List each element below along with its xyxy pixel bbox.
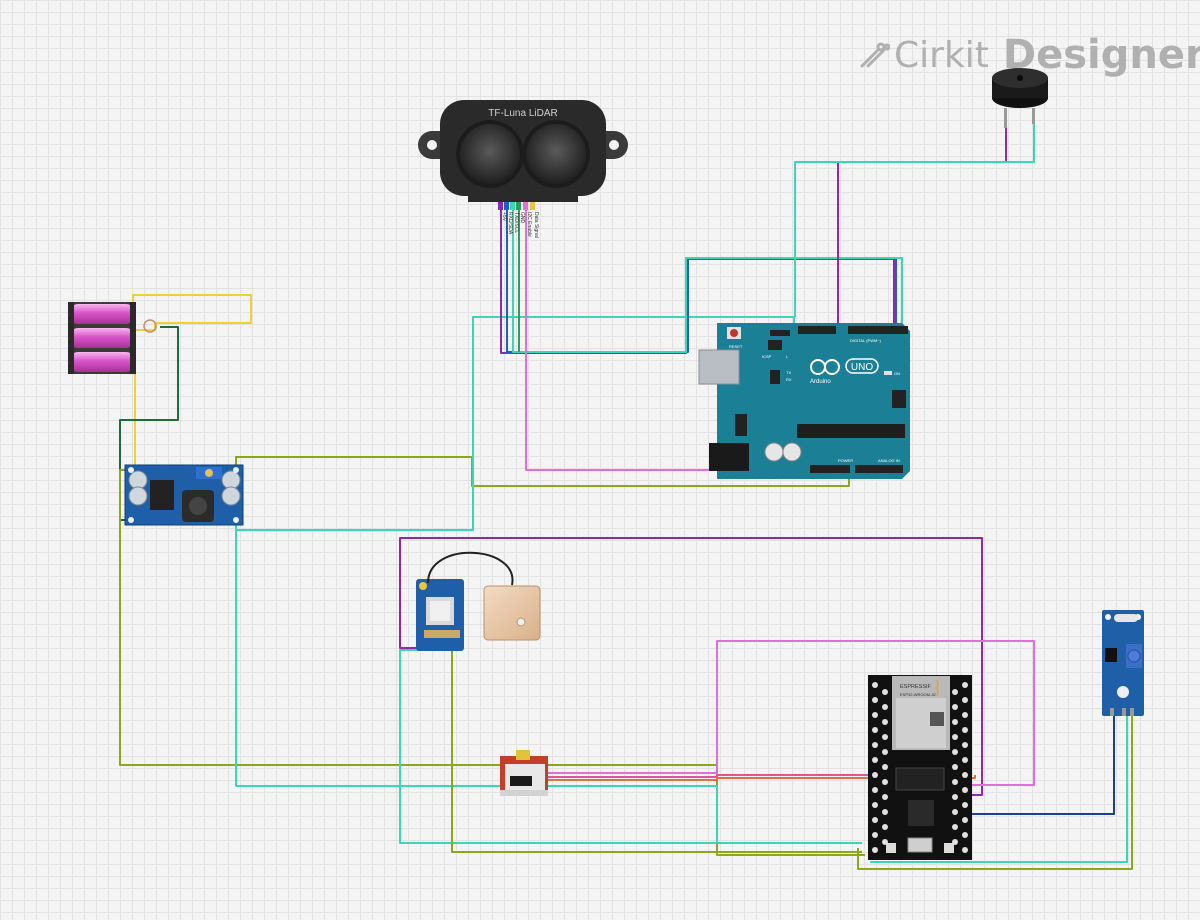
- wire-battery-positive[interactable]: [132, 294, 252, 470]
- arduino-brand: Arduino: [810, 379, 831, 385]
- esp32-left-pins: [872, 682, 888, 853]
- lidar-pin-label: +5V: [501, 212, 507, 222]
- power-label: POWER: [838, 458, 853, 463]
- rx-led-label: RX: [786, 377, 792, 382]
- lidar-pin-label: TXD/SCL: [513, 212, 519, 233]
- arduino-uno[interactable]: RESET ICSP DIGITAL (PWM~) UNO Arduino L …: [698, 323, 910, 479]
- piezo-buzzer[interactable]: [992, 68, 1048, 128]
- wire-sim-pink[interactable]: [548, 640, 1035, 786]
- wire-buck-teal-arduino[interactable]: [235, 316, 795, 531]
- digital-label: DIGITAL (PWM~): [850, 338, 882, 343]
- esp32-module-name: ESP32-WROOM-32: [900, 692, 937, 697]
- arduino-logo: UNO Arduino: [810, 358, 879, 385]
- battery-pack[interactable]: [68, 302, 157, 374]
- brand-name-part2: Designer: [1002, 32, 1200, 78]
- wire-sensor-navy[interactable]: [970, 716, 1115, 815]
- wire-buzzer-teal[interactable]: [794, 124, 1035, 317]
- lidar-pin-label: I2C Enable: [526, 212, 532, 237]
- analog-label: ANALOG IN: [878, 458, 900, 463]
- tf-luna-lidar[interactable]: TF-Luna LiDAR +5V RXD/SDA TXD/SCL GND I2…: [418, 100, 628, 238]
- wire-gps-olive[interactable]: [451, 650, 862, 853]
- on-led-label: ON: [894, 371, 900, 376]
- battery-terminal[interactable]: [143, 319, 157, 333]
- wire-lidar-teal[interactable]: [512, 208, 903, 353]
- icsp-label: ICSP: [762, 354, 772, 359]
- wire-gps-purple[interactable]: [399, 537, 983, 796]
- sensor-module[interactable]: [1102, 610, 1144, 716]
- esp32-devkit[interactable]: ESPRESSIF ESP32-WROOM-32: [868, 675, 972, 860]
- lidar-pin-label: Data Signal: [533, 212, 539, 238]
- cirkit-designer-logo: Cirkit Designer: [856, 30, 1200, 80]
- esp32-brand: ESPRESSIF: [900, 684, 932, 690]
- wire-gps-teal[interactable]: [399, 649, 862, 844]
- wire-lidar-blue[interactable]: [506, 208, 897, 353]
- wire-sensor-teal[interactable]: [870, 716, 1128, 863]
- brand-name-part1: Cirkit: [894, 34, 989, 76]
- lidar-pin-label: RXD/SDA: [507, 212, 513, 235]
- wires: [119, 124, 1133, 870]
- l-led-label: L: [786, 354, 789, 359]
- wire-buck-teal-sim[interactable]: [235, 530, 862, 844]
- wire-buzzer-purple[interactable]: [837, 128, 1007, 330]
- lidar-title: TF-Luna LiDAR: [488, 108, 557, 119]
- buck-converter[interactable]: [124, 464, 244, 526]
- wire-buck-olive-sim[interactable]: [119, 469, 865, 856]
- arduino-model: UNO: [851, 362, 873, 373]
- wire-sensor-olive[interactable]: [857, 716, 1133, 870]
- tx-led-label: TX: [786, 370, 791, 375]
- lidar-pin-label: GND: [519, 212, 525, 224]
- wire-sim-red[interactable]: [548, 774, 970, 778]
- wire-battery-negative[interactable]: [119, 326, 179, 521]
- cirkit-logo-icon: [860, 42, 890, 68]
- wire-sim-orange[interactable]: [548, 775, 976, 781]
- reset-label: RESET: [729, 344, 743, 349]
- sim-module[interactable]: [500, 750, 548, 796]
- gps-module[interactable]: [416, 551, 541, 651]
